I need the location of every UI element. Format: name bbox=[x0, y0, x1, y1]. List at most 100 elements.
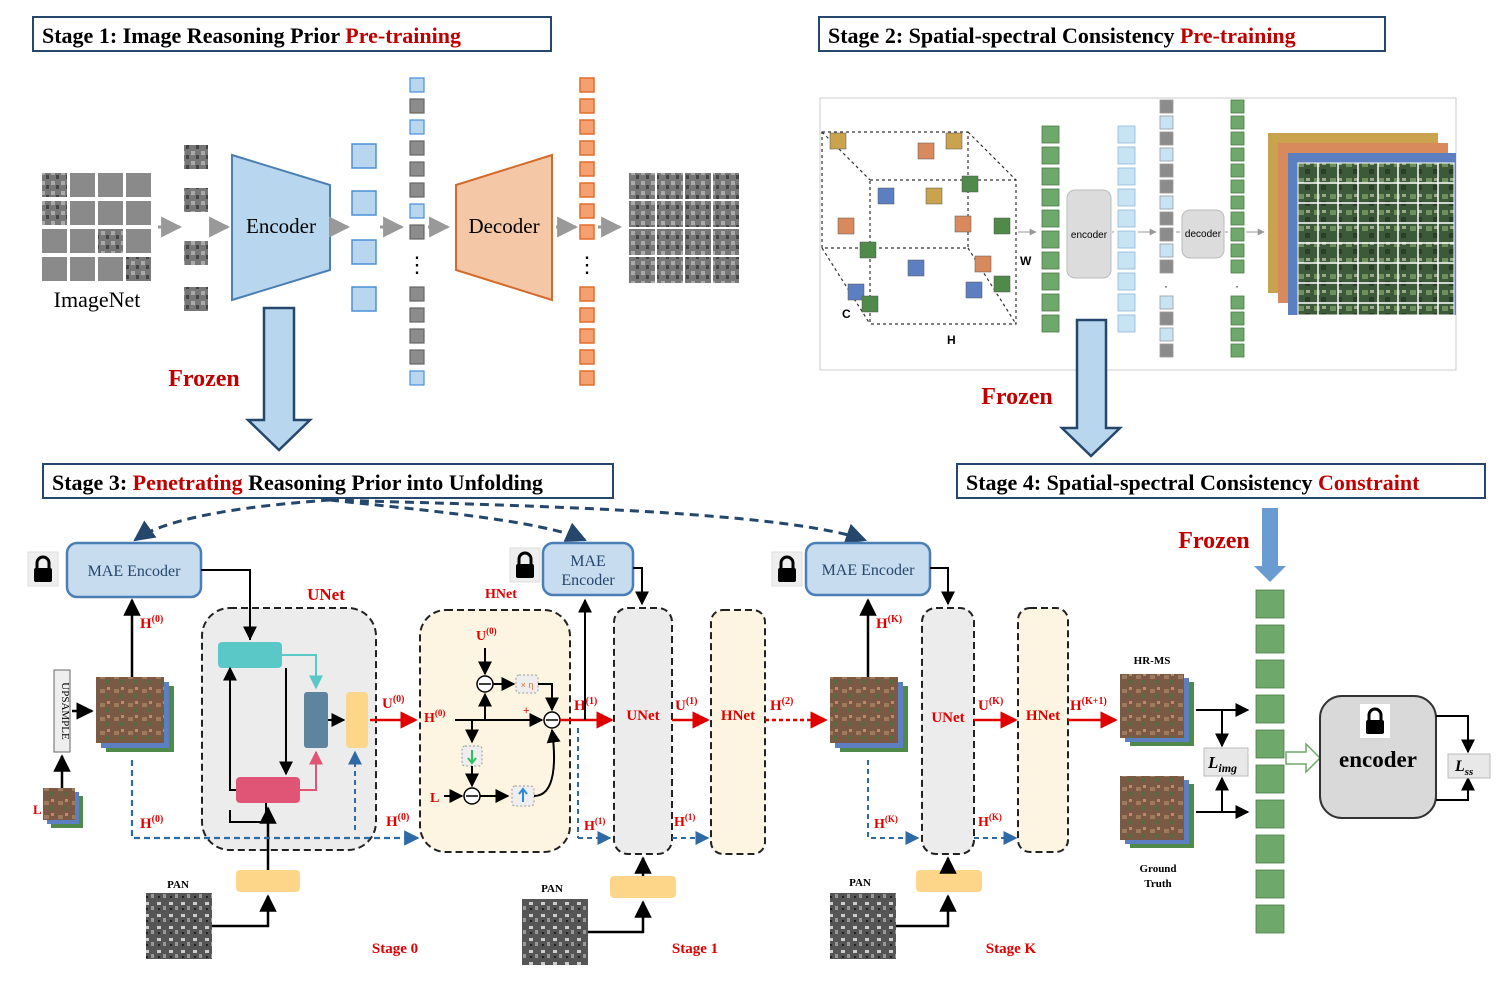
token-dots-2: ⋮ bbox=[576, 252, 598, 277]
unet-slate-block bbox=[304, 692, 328, 748]
frozen-arrow-2 bbox=[1058, 318, 1124, 458]
cube-c-label: C bbox=[842, 307, 851, 321]
hrms-image bbox=[1120, 674, 1194, 746]
mae-encoder-1-label-a: MAE bbox=[570, 553, 606, 570]
token-column bbox=[409, 77, 425, 386]
token-dots-1: ⋮ bbox=[406, 252, 428, 277]
stage1-title-highlight: Pre-training bbox=[345, 23, 461, 48]
hnet-1-label: HNet bbox=[721, 708, 755, 724]
stage2-dots-2: · bbox=[1235, 279, 1239, 293]
stage2-title: Stage 2: Spatial-spectral Consistency Pr… bbox=[818, 16, 1386, 52]
stage2-title-highlight: Pre-training bbox=[1179, 23, 1296, 48]
imagenet-label: ImageNet bbox=[54, 287, 141, 312]
stage4-encoder bbox=[1319, 695, 1437, 819]
u0-label: U(0) bbox=[382, 694, 405, 712]
h0-skip-label-2: H(0) bbox=[386, 812, 409, 830]
eta-block bbox=[515, 674, 539, 694]
cube-h-label: H bbox=[947, 333, 956, 347]
l-image bbox=[43, 788, 83, 828]
h0-image bbox=[96, 677, 174, 752]
stage1-encoder-label: Encoder bbox=[246, 214, 316, 238]
h2-label: H(2) bbox=[770, 696, 793, 714]
unet-0-title: UNet bbox=[307, 585, 345, 604]
unet-k bbox=[921, 607, 975, 855]
hk1-label: H(K+1) bbox=[1070, 696, 1107, 714]
stage2-reconstructed-cube bbox=[1268, 133, 1456, 316]
stage2-encoder-label: encoder bbox=[1071, 230, 1108, 241]
stage2-out-tokens bbox=[1230, 99, 1245, 358]
h1-label: H(1) bbox=[574, 696, 597, 714]
stage1-title: Stage 1: Image Reasoning Prior Pre-train… bbox=[32, 16, 552, 52]
pan-image-1 bbox=[522, 899, 588, 965]
stage1-title-prefix: Stage 1: Image Reasoning Prior bbox=[42, 23, 346, 48]
u1-label: U(1) bbox=[675, 696, 698, 714]
stage2-decoder-label: decoder bbox=[1185, 229, 1222, 240]
mae-encoder-k-label: MAE Encoder bbox=[822, 562, 916, 579]
latent-tokens bbox=[351, 143, 377, 312]
h0-skip-label: H(0) bbox=[140, 814, 163, 832]
hnet-h0-label: H(0) bbox=[424, 708, 445, 726]
frozen-label-2: Frozen bbox=[981, 384, 1053, 410]
h1-skip-label: H(1) bbox=[584, 816, 605, 834]
upsample-label: UPSAMPLE bbox=[59, 682, 71, 740]
hk-skip-label: H(K) bbox=[874, 814, 898, 832]
unet-pink-block bbox=[236, 777, 300, 803]
lock-icon bbox=[509, 547, 541, 583]
unet-1-label: UNet bbox=[626, 708, 659, 724]
pan-label-k: PAN bbox=[849, 877, 871, 889]
hnet-0-title: HNet bbox=[485, 587, 517, 602]
pan-label-1: PAN bbox=[541, 883, 563, 895]
lock-icon bbox=[1360, 704, 1390, 738]
stage3-title-highlight: Penetrating bbox=[132, 470, 243, 495]
lock-icon bbox=[771, 551, 803, 587]
stage3-title: Stage 3: Penetrating Reasoning Prior int… bbox=[42, 463, 614, 499]
unet-teal-block bbox=[218, 642, 282, 668]
pan-image-k bbox=[830, 893, 896, 959]
unet-yellow-block bbox=[346, 692, 368, 748]
hollow-arrow bbox=[1285, 742, 1322, 774]
stage0-label: Stage 0 bbox=[372, 941, 418, 957]
hnet-0 bbox=[419, 609, 571, 853]
hk-image bbox=[830, 677, 908, 752]
hnet-l-label: L bbox=[430, 791, 439, 806]
stagek-label: Stage K bbox=[986, 941, 1037, 957]
frozen-label-3: Frozen bbox=[1178, 528, 1250, 554]
stage1-decoder-shape bbox=[455, 153, 553, 302]
stage2-dots-1: · bbox=[1164, 279, 1168, 293]
hnet-1 bbox=[710, 609, 766, 855]
mae-encoder-1-label-b: Encoder bbox=[561, 572, 615, 589]
output-token-column bbox=[579, 77, 595, 386]
stage2-green-tokens bbox=[1041, 125, 1060, 333]
stage4-title-highlight: Constraint bbox=[1317, 470, 1420, 495]
ground-truth-image bbox=[1120, 776, 1194, 848]
reconstructed-grid bbox=[627, 171, 741, 285]
stage2-latent-tokens bbox=[1117, 125, 1136, 333]
hnet-k-label: HNet bbox=[1026, 708, 1060, 724]
stage2-title-prefix: Stage 2: Spatial-spectral Consistency bbox=[828, 23, 1180, 48]
limg-label: Limg bbox=[1207, 753, 1237, 775]
stage1-label: Stage 1 bbox=[672, 941, 718, 957]
stage1-decoder-label: Decoder bbox=[468, 214, 539, 238]
cube-patches bbox=[829, 132, 1011, 313]
stage4-title-prefix: Stage 4: Spatial-spectral Consistency bbox=[966, 470, 1318, 495]
hnet-u0-label: U(0) bbox=[476, 626, 497, 644]
h0-up-label: H(0) bbox=[140, 614, 163, 632]
eta-label: × η bbox=[521, 680, 534, 690]
gt-label-1: Ground bbox=[1139, 863, 1176, 875]
stage3-title-prefix: Stage 3: bbox=[52, 470, 133, 495]
frozen-arrow-1 bbox=[244, 306, 314, 452]
mae-encoder-0-label: MAE Encoder bbox=[88, 563, 182, 580]
gt-label-2: Truth bbox=[1144, 878, 1171, 890]
stage2-decoder-box bbox=[1181, 209, 1225, 259]
hk-up-label: H(K) bbox=[876, 614, 902, 632]
stage3-title-suffix: Reasoning Prior into Unfolding bbox=[242, 470, 543, 495]
stage1-encoder-shape bbox=[231, 153, 331, 302]
pan-image-0 bbox=[146, 893, 212, 959]
hk-skip-label-2: H(K) bbox=[978, 812, 1002, 830]
plus-sign: + bbox=[523, 705, 529, 717]
uk-label: U(K) bbox=[978, 696, 1003, 714]
pan-feature-0 bbox=[236, 870, 300, 892]
lss-label: Lss bbox=[1454, 758, 1473, 778]
l-label: L bbox=[33, 802, 42, 817]
